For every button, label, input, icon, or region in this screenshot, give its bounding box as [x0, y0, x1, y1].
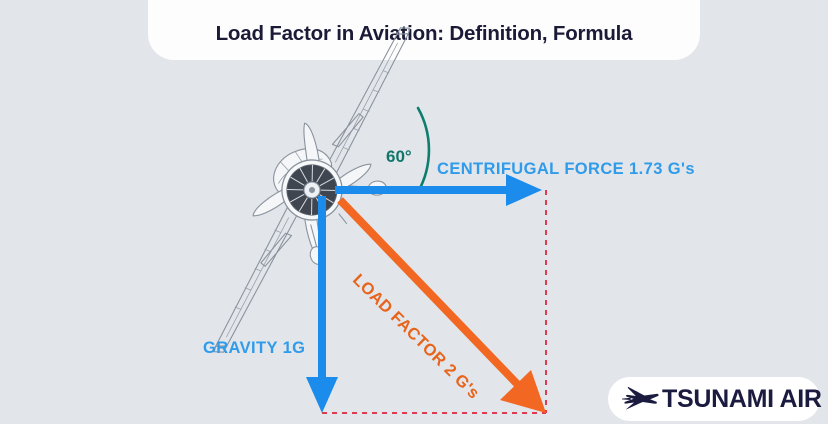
load-factor-arrow: [337, 197, 546, 413]
gravity-label: GRAVITY 1G: [203, 339, 306, 357]
airplane-icon: [622, 386, 659, 410]
gravity-arrow: [306, 196, 338, 413]
angle-arc: [416, 106, 431, 194]
centrifugal-force-arrow: [335, 174, 542, 206]
angle-label: 60°: [386, 147, 412, 166]
airplane-illustration: [213, 27, 411, 353]
centrifugal-force-label: CENTRIFUGAL FORCE 1.73 G's: [437, 160, 695, 178]
page-title: Load Factor in Aviation: Definition, For…: [215, 22, 633, 45]
title-card: Load Factor in Aviation: Definition, For…: [148, 0, 700, 60]
brand-logo: TSUNAMI AIR: [608, 377, 822, 421]
dashed-reference-rectangle: [322, 190, 547, 414]
logo-text: TSUNAMI AIR: [662, 384, 822, 413]
